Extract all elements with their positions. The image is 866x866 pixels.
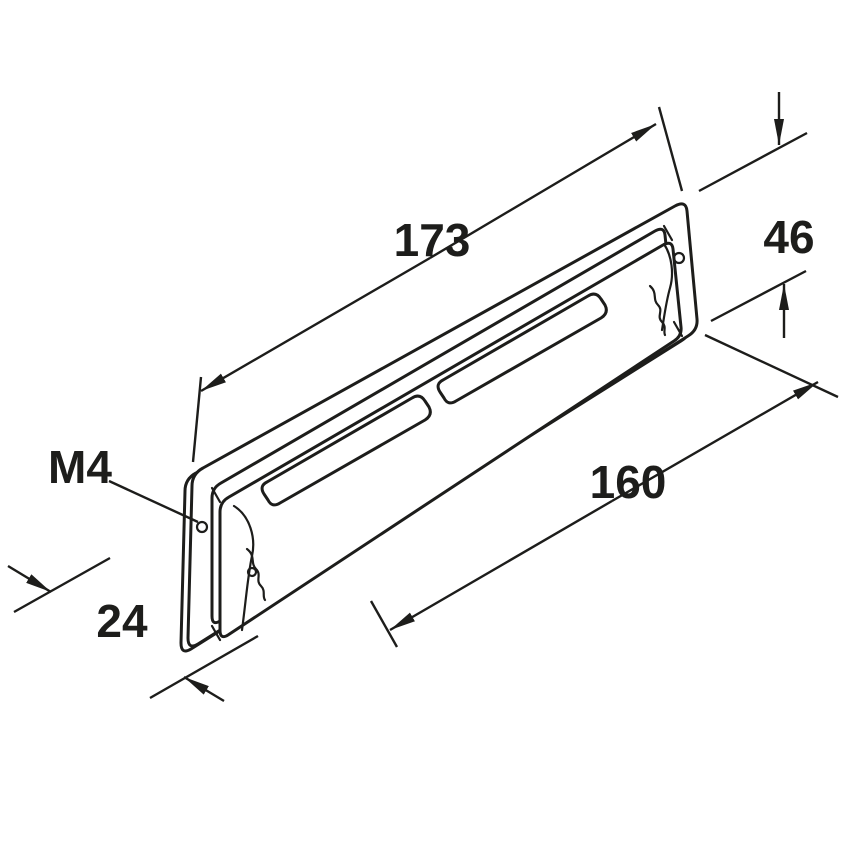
dimension-height: 46 [698, 92, 815, 338]
tray-panel [218, 241, 683, 639]
cup-contour-right [660, 242, 674, 332]
dimension-173-label: 173 [394, 214, 471, 266]
screw-hole-left [195, 520, 209, 534]
tray-wall-edge-bottom-left [210, 624, 222, 642]
dimension-46-label: 46 [763, 211, 814, 263]
dimension-inner-length: 160 [369, 333, 839, 648]
dimension-160-label: 160 [590, 456, 667, 508]
grip-slot-right [436, 292, 608, 405]
dimension-24-label: 24 [96, 595, 148, 647]
thread-callout: M4 [48, 441, 199, 524]
screw-hole-right [672, 251, 686, 265]
dimension-depth: 24 [7, 556, 259, 703]
dimension-overall-length: 173 [191, 106, 684, 463]
tray-wall-edge-bottom-right [672, 320, 684, 338]
thread-m4-label: M4 [48, 441, 112, 493]
grip-slot-left [260, 394, 432, 507]
clip-hole-left [246, 566, 258, 578]
spring-clip-left [245, 547, 267, 602]
tray-wall-edge-top-left [210, 486, 222, 504]
tray-wall-edge-top-right [662, 224, 674, 242]
spring-clip-right [648, 284, 667, 337]
